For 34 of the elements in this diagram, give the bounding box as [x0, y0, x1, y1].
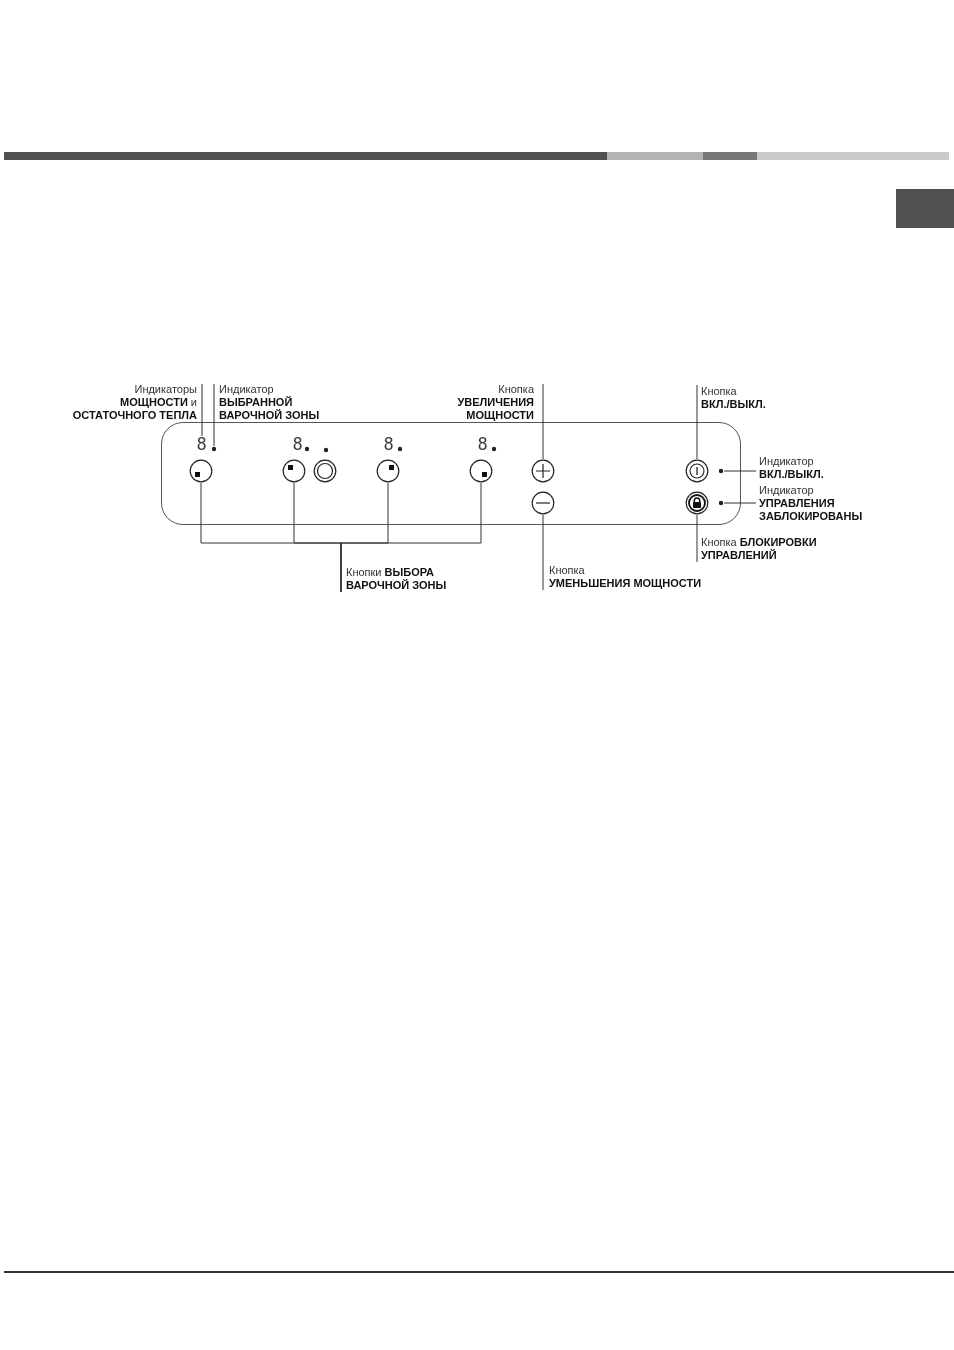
indicator-dot-icon: [211, 446, 217, 452]
lock-button-icon: [685, 491, 709, 515]
leader-line: [542, 514, 544, 591]
display-digit: 8: [194, 436, 209, 452]
plus-button-icon: [531, 459, 555, 483]
callout-label: Кнопка УВЕЛИЧЕНИЯ МОЩНОСТИ: [450, 383, 543, 422]
indicator-dot-icon: [718, 468, 724, 474]
leader-line: [723, 470, 757, 472]
power-button-icon: [685, 459, 709, 483]
indicator-dot-icon: [718, 500, 724, 506]
callout-label: Кнопка ВКЛ./ВЫКЛ.: [697, 385, 792, 411]
display-digit: 8: [382, 436, 395, 452]
callout-label: Кнопка БЛОКИРОВКИ УПРАВЛЕНИЙ: [697, 536, 833, 562]
leader-line: [340, 482, 482, 593]
zone-button-icon: [282, 459, 306, 483]
display-digit: 8: [476, 436, 489, 452]
callout-label: Кнопка УМЕНЬШЕНИЯ МОЩНОСТИ: [543, 564, 723, 590]
leader-line: [696, 384, 698, 460]
leader-line: [201, 383, 203, 437]
minus-button-icon: [531, 491, 555, 515]
control-panel: [161, 422, 741, 525]
callout-label: Индикатор УПРАВЛЕНИЯ ЗАБЛОКИРОВАНЫ: [756, 484, 874, 523]
callout-label: Индикаторы МОЩНОСТИ и ОСТАТОЧНОГО ТЕПЛА: [65, 383, 201, 422]
zone-button-icon: [376, 459, 400, 483]
display-digit: 8: [291, 436, 304, 452]
leader-line: [723, 502, 757, 504]
zone-button-icon: [469, 459, 493, 483]
leader-line: [696, 514, 698, 563]
callout-label: Кнопки ВЫБОРА ВАРОЧНОЙ ЗОНЫ: [341, 566, 459, 592]
leader-line: [213, 383, 215, 447]
zone-button-icon: [189, 459, 213, 483]
callout-label: Индикатор ВКЛ./ВЫКЛ.: [756, 455, 856, 481]
leader-line: [542, 383, 544, 460]
callout-label: Индикатор ВЫБРАННОЙ ВАРОЧНОЙ ЗОНЫ: [214, 383, 326, 422]
